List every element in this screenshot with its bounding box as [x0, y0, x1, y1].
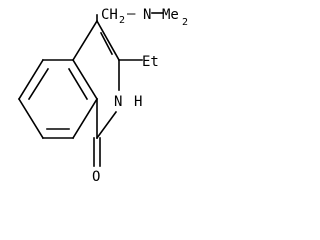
oxygen-label: O [92, 169, 100, 185]
bond-double-c8a-c4a [67, 67, 89, 101]
bond-c8-c8a [71, 97, 99, 140]
bond-double-c5-c6 [27, 67, 50, 101]
nme2-dash-label: — [127, 6, 136, 22]
bond-c8a-c4a [71, 58, 99, 101]
bond-c4-c3 [95, 19, 121, 62]
bond-n2-c1 [95, 110, 118, 140]
nh-n-label: N [114, 94, 122, 110]
chemical-structure: CH 2 — N Me 2 Et N H O [17, 6, 188, 185]
bond-c4a-c4 [71, 19, 99, 62]
pyridinone-ring [71, 19, 121, 167]
ethyl-label: Et [142, 54, 159, 70]
substituents [96, 14, 143, 61]
ch2-label: CH [101, 7, 118, 23]
nme2-n-label: N [143, 7, 151, 23]
benzene-ring [17, 58, 99, 140]
nme2-subscript: 2 [182, 17, 188, 28]
nh-h-label: H [134, 94, 142, 110]
bond-c6-c7 [17, 97, 45, 140]
bond-double-c4-c3 [99, 31, 114, 56]
ch2-subscript: 2 [119, 15, 125, 26]
nme2-me-label: Me [162, 7, 179, 23]
bond-c5-c6 [17, 58, 45, 101]
